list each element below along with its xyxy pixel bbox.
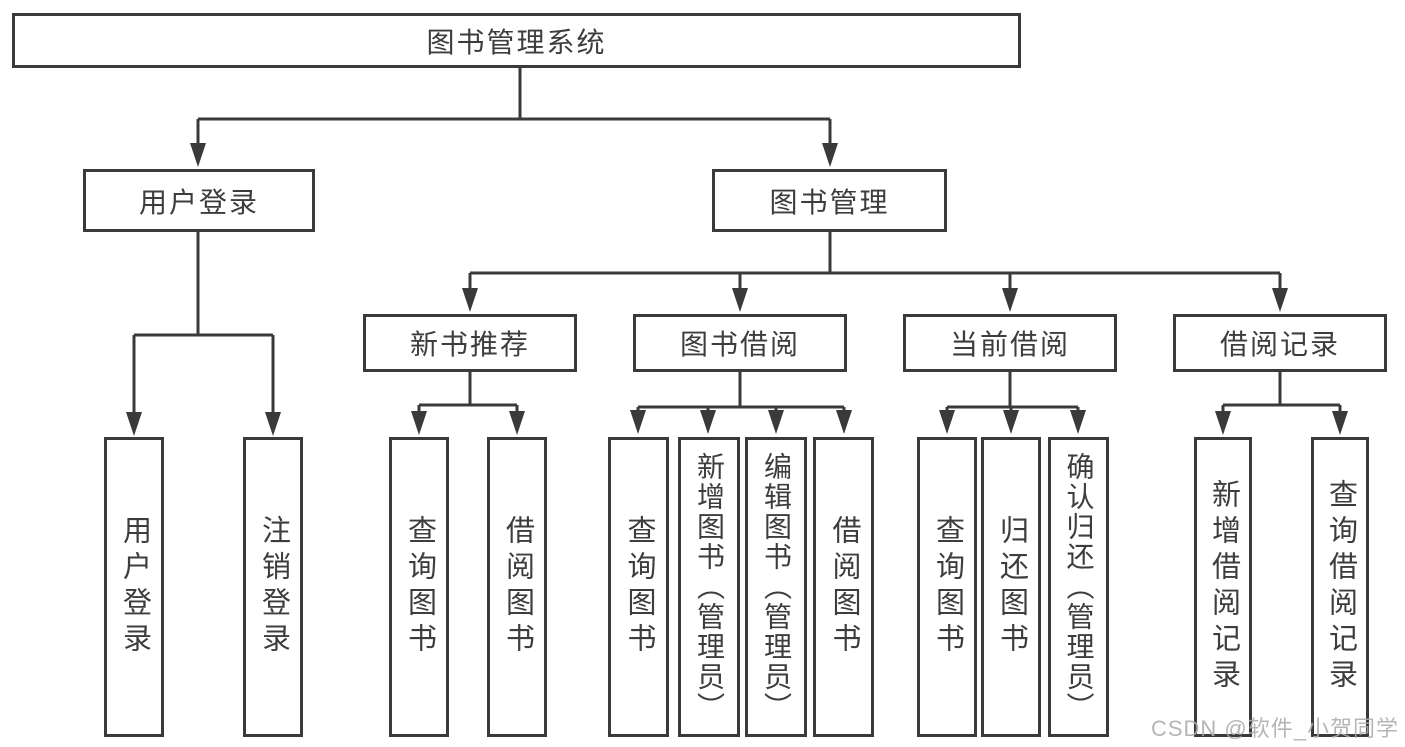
leaf-user-login-label: 用户登录 bbox=[118, 515, 151, 659]
leaf-query-books-borrow: 查询图书 bbox=[608, 437, 669, 737]
node-book-management-label: 图书管理 bbox=[769, 186, 890, 218]
leaf-borrow-books-recommend: 借阅图书 bbox=[487, 437, 547, 737]
leaf-borrow-books-label: 借阅图书 bbox=[828, 515, 860, 659]
node-book-borrow: 图书借阅 bbox=[633, 314, 847, 372]
node-current-borrow-label: 当前借阅 bbox=[949, 329, 1070, 360]
leaf-add-books-admin-label: 新增图书（管理员） bbox=[694, 452, 725, 722]
csdn-watermark: CSDN @软件_小贺同学 bbox=[1150, 716, 1399, 741]
node-new-book-recommend: 新书推荐 bbox=[363, 314, 577, 372]
node-user-login: 用户登录 bbox=[83, 169, 315, 232]
node-current-borrow: 当前借阅 bbox=[903, 314, 1117, 372]
node-borrow-records-label: 借阅记录 bbox=[1219, 329, 1340, 360]
arrowheads bbox=[126, 143, 1348, 436]
leaf-query-books-current: 查询图书 bbox=[917, 437, 977, 737]
node-library-system: 图书管理系统 bbox=[12, 13, 1021, 68]
leaf-user-login: 用户登录 bbox=[104, 437, 164, 737]
leaf-query-books-recommend-label: 查询图书 bbox=[403, 515, 436, 659]
leaf-add-borrow-record-label: 新增借阅记录 bbox=[1207, 479, 1240, 695]
leaf-query-books-recommend: 查询图书 bbox=[389, 437, 449, 737]
leaf-edit-books-admin: 编辑图书（管理员） bbox=[745, 437, 807, 737]
leaf-add-books-admin: 新增图书（管理员） bbox=[678, 437, 740, 737]
leaf-return-books: 归还图书 bbox=[981, 437, 1041, 737]
leaf-query-books-current-label: 查询图书 bbox=[931, 515, 964, 659]
node-book-management: 图书管理 bbox=[712, 169, 947, 232]
leaf-confirm-return-admin-label: 确认归还（管理员） bbox=[1063, 452, 1095, 722]
leaf-query-borrow-record-label: 查询借阅记录 bbox=[1324, 479, 1357, 695]
leaf-borrow-books-recommend-label: 借阅图书 bbox=[501, 515, 534, 659]
leaf-edit-books-admin-label: 编辑图书（管理员） bbox=[761, 452, 792, 722]
leaf-query-books-borrow-label: 查询图书 bbox=[623, 515, 655, 659]
leaf-return-books-label: 归还图书 bbox=[995, 515, 1028, 659]
node-new-book-recommend-label: 新书推荐 bbox=[409, 329, 530, 360]
node-user-login-label: 用户登录 bbox=[138, 186, 259, 218]
leaf-query-borrow-record: 查询借阅记录 bbox=[1311, 437, 1369, 737]
leaf-logout-label: 注销登录 bbox=[257, 515, 290, 659]
leaf-borrow-books: 借阅图书 bbox=[813, 437, 874, 737]
leaf-confirm-return-admin: 确认归还（管理员） bbox=[1048, 437, 1109, 737]
node-library-system-label: 图书管理系统 bbox=[426, 26, 607, 58]
leaf-add-borrow-record: 新增借阅记录 bbox=[1194, 437, 1252, 737]
node-borrow-records: 借阅记录 bbox=[1173, 314, 1387, 372]
leaf-logout: 注销登录 bbox=[243, 437, 303, 737]
node-book-borrow-label: 图书借阅 bbox=[679, 329, 800, 360]
